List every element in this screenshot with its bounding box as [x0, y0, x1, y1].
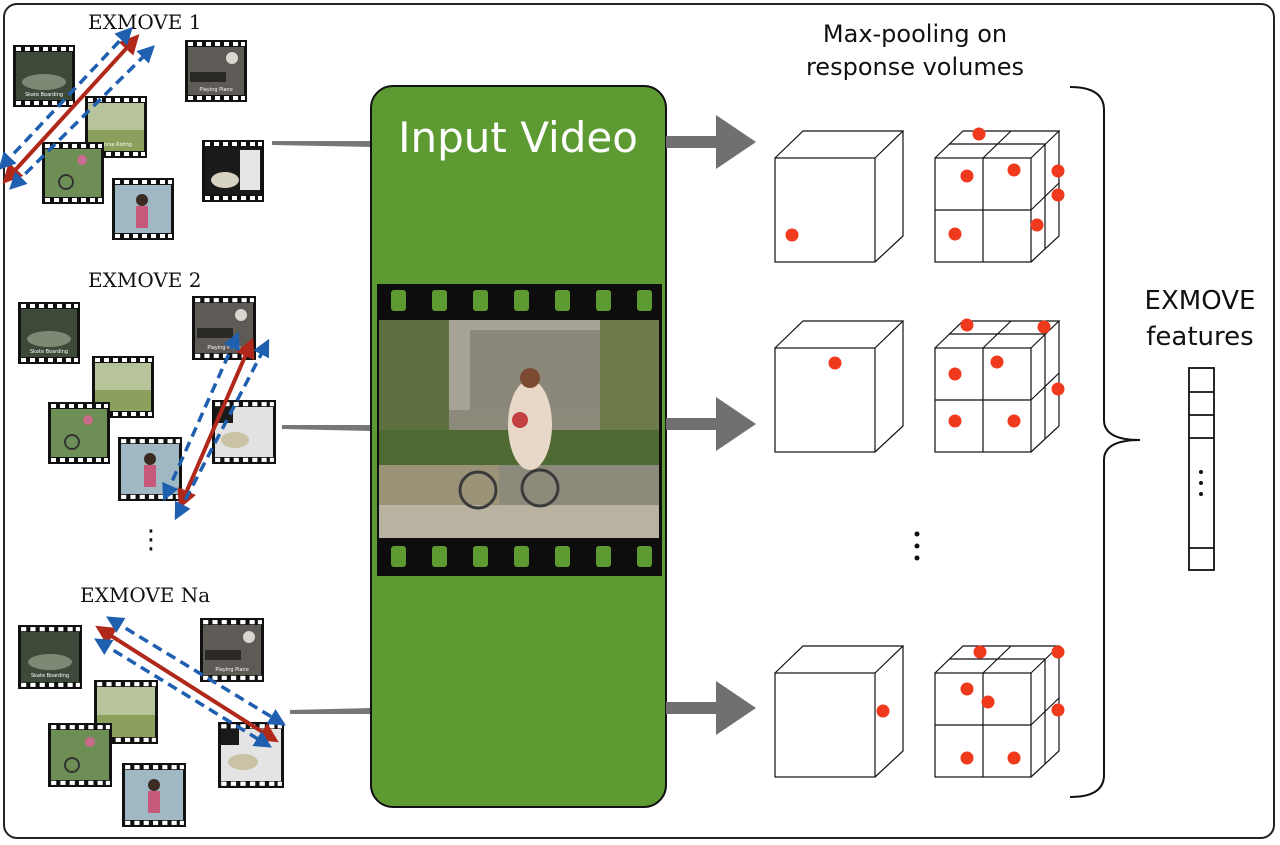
output-arrows [666, 115, 756, 735]
features-title: EXMOVE features [1120, 283, 1280, 355]
group-label-exmove-na: EXMOVE Na [80, 583, 211, 607]
connector-group-2 [282, 425, 372, 431]
thumbnail-playing-piano-3: Playing Piano [200, 618, 264, 682]
output-arrow-1 [666, 115, 756, 169]
group-label-exmove-2: EXMOVE 2 [88, 268, 202, 292]
svg-text:Skate Boarding: Skate Boarding [25, 92, 63, 98]
cube-single-3 [774, 645, 905, 778]
input-video-filmstrip [377, 284, 662, 576]
cube-ellipsis-icon [914, 531, 920, 561]
connector-group-1 [272, 141, 372, 147]
thumbnail-playing-piano: Playing Piano [185, 40, 247, 102]
thumbnail-biking-3 [48, 723, 112, 787]
output-arrow-2 [666, 397, 756, 451]
thumbnail-mixing [202, 140, 264, 202]
cubes [774, 130, 1061, 778]
output-arrow-3 [666, 681, 756, 735]
cube-grid-2 [934, 320, 1061, 453]
thumbnail-mixing-3 [218, 722, 284, 788]
svg-text:Horse Riding: Horse Riding [100, 142, 132, 148]
max-response-dots [785, 127, 1065, 765]
cube-grid-3 [934, 645, 1061, 778]
curly-brace [1069, 86, 1141, 798]
features-title-line1: EXMOVE [1144, 286, 1256, 316]
thumbnail-skate-boarding: Skate Boarding [13, 45, 75, 107]
cube-single-2 [774, 320, 905, 453]
thumbnail-biking-2 [48, 402, 110, 464]
connector-group-na [290, 708, 372, 714]
features-title-line2: features [1146, 322, 1254, 352]
svg-text:Playing Piano: Playing Piano [215, 667, 248, 673]
blue-dashed-arrow-group-na-b [94, 638, 272, 748]
thumbnail-hula-hoop-3 [122, 763, 186, 827]
thumbnail-skate-boarding-2: Skate Boarding [18, 302, 80, 364]
svg-text:Skate Boarding: Skate Boarding [31, 673, 69, 679]
svg-text:Skate Boarding: Skate Boarding [30, 349, 68, 355]
input-video-title: Input Video [398, 113, 638, 162]
svg-text:Playing Piano: Playing Piano [199, 87, 232, 93]
cube-single-1 [774, 130, 905, 263]
thumbnail-skate-boarding-3: Skate Boarding [18, 625, 82, 689]
pooling-title-line1: Max-pooling on [822, 20, 1008, 48]
svg-text:Playing Piano: Playing Piano [207, 345, 240, 351]
cube-grid-1 [934, 130, 1061, 263]
feature-vector [1188, 367, 1215, 571]
thumbnail-hula-hoop-2 [118, 437, 182, 501]
thumbnail-biking [42, 142, 104, 204]
pooling-title: Max-pooling on response volumes [770, 18, 1060, 84]
thumb-group-1: Skate Boarding Playing Piano Horse Ridin… [13, 40, 264, 240]
thumbnail-hula-hoop [112, 178, 174, 240]
pooling-title-line2: response volumes [805, 53, 1025, 81]
